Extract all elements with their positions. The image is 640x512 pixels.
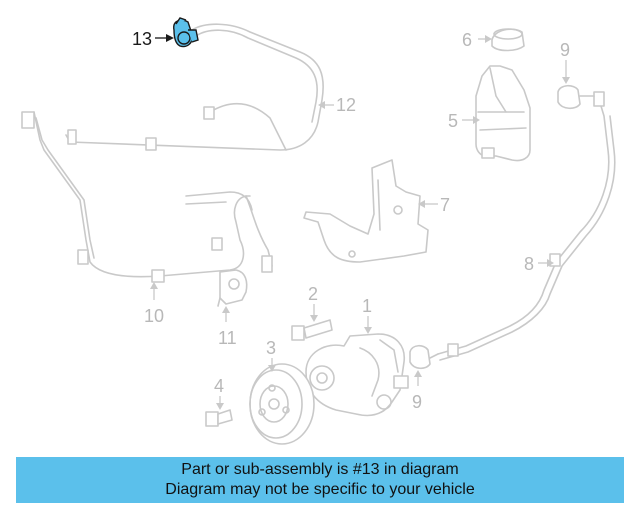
part-7-mounting-bracket[interactable] [303,159,429,263]
callout-13[interactable]: 13 [132,29,174,49]
callout-9-upper-label: 9 [560,40,570,60]
callout-4-label: 4 [214,376,224,396]
banner-line-1: Part or sub-assembly is #13 in diagram [181,461,459,478]
callout-4[interactable]: 4 [214,376,224,410]
banner-line-2: Diagram may not be specific to your vehi… [165,481,475,498]
callout-2[interactable]: 2 [308,284,318,322]
callout-3[interactable]: 3 [266,338,276,372]
callout-8[interactable]: 8 [524,254,554,274]
callout-10-label: 10 [144,306,164,326]
callout-7-label: 7 [440,195,450,215]
callout-12-label: 12 [336,95,356,115]
part-8-return-hose[interactable] [437,91,616,361]
callout-1[interactable]: 1 [362,296,372,334]
callout-5-label: 5 [448,111,458,131]
callout-9-lower[interactable]: 9 [412,370,422,412]
callout-5[interactable]: 5 [448,111,480,131]
part-3-pulley[interactable] [249,363,315,445]
part-4-bolt[interactable] [205,409,233,427]
callout-6[interactable]: 6 [462,30,492,50]
callout-11-label: 11 [218,328,237,348]
part-13-clamp-highlighted[interactable] [173,17,199,48]
callout-7[interactable]: 7 [418,195,450,215]
part-2-bolt[interactable] [291,319,333,341]
part-10-hose-line[interactable] [21,111,273,283]
callout-2-label: 2 [308,284,318,304]
callout-13-label: 13 [132,29,152,49]
callout-9-lower-label: 9 [412,392,422,412]
info-banner: Part or sub-assembly is #13 in diagram D… [16,457,624,503]
part-1-pump[interactable] [305,333,409,417]
part-6-cap[interactable] [491,28,525,52]
callout-9-upper[interactable]: 9 [560,40,570,84]
part-9-clamp-upper[interactable] [557,84,595,110]
callout-12[interactable]: 12 [318,95,356,115]
part-11-bracket[interactable] [217,269,248,307]
callout-8-label: 8 [524,254,534,274]
callout-1-label: 1 [362,296,372,316]
callout-3-label: 3 [266,338,276,358]
part-12-pressure-line[interactable] [65,23,324,151]
callout-10[interactable]: 10 [144,282,164,326]
part-5-reservoir[interactable] [475,65,531,162]
part-9-clamp-lower[interactable] [409,344,439,370]
callout-11[interactable]: 11 [218,306,237,348]
callout-6-label: 6 [462,30,472,50]
